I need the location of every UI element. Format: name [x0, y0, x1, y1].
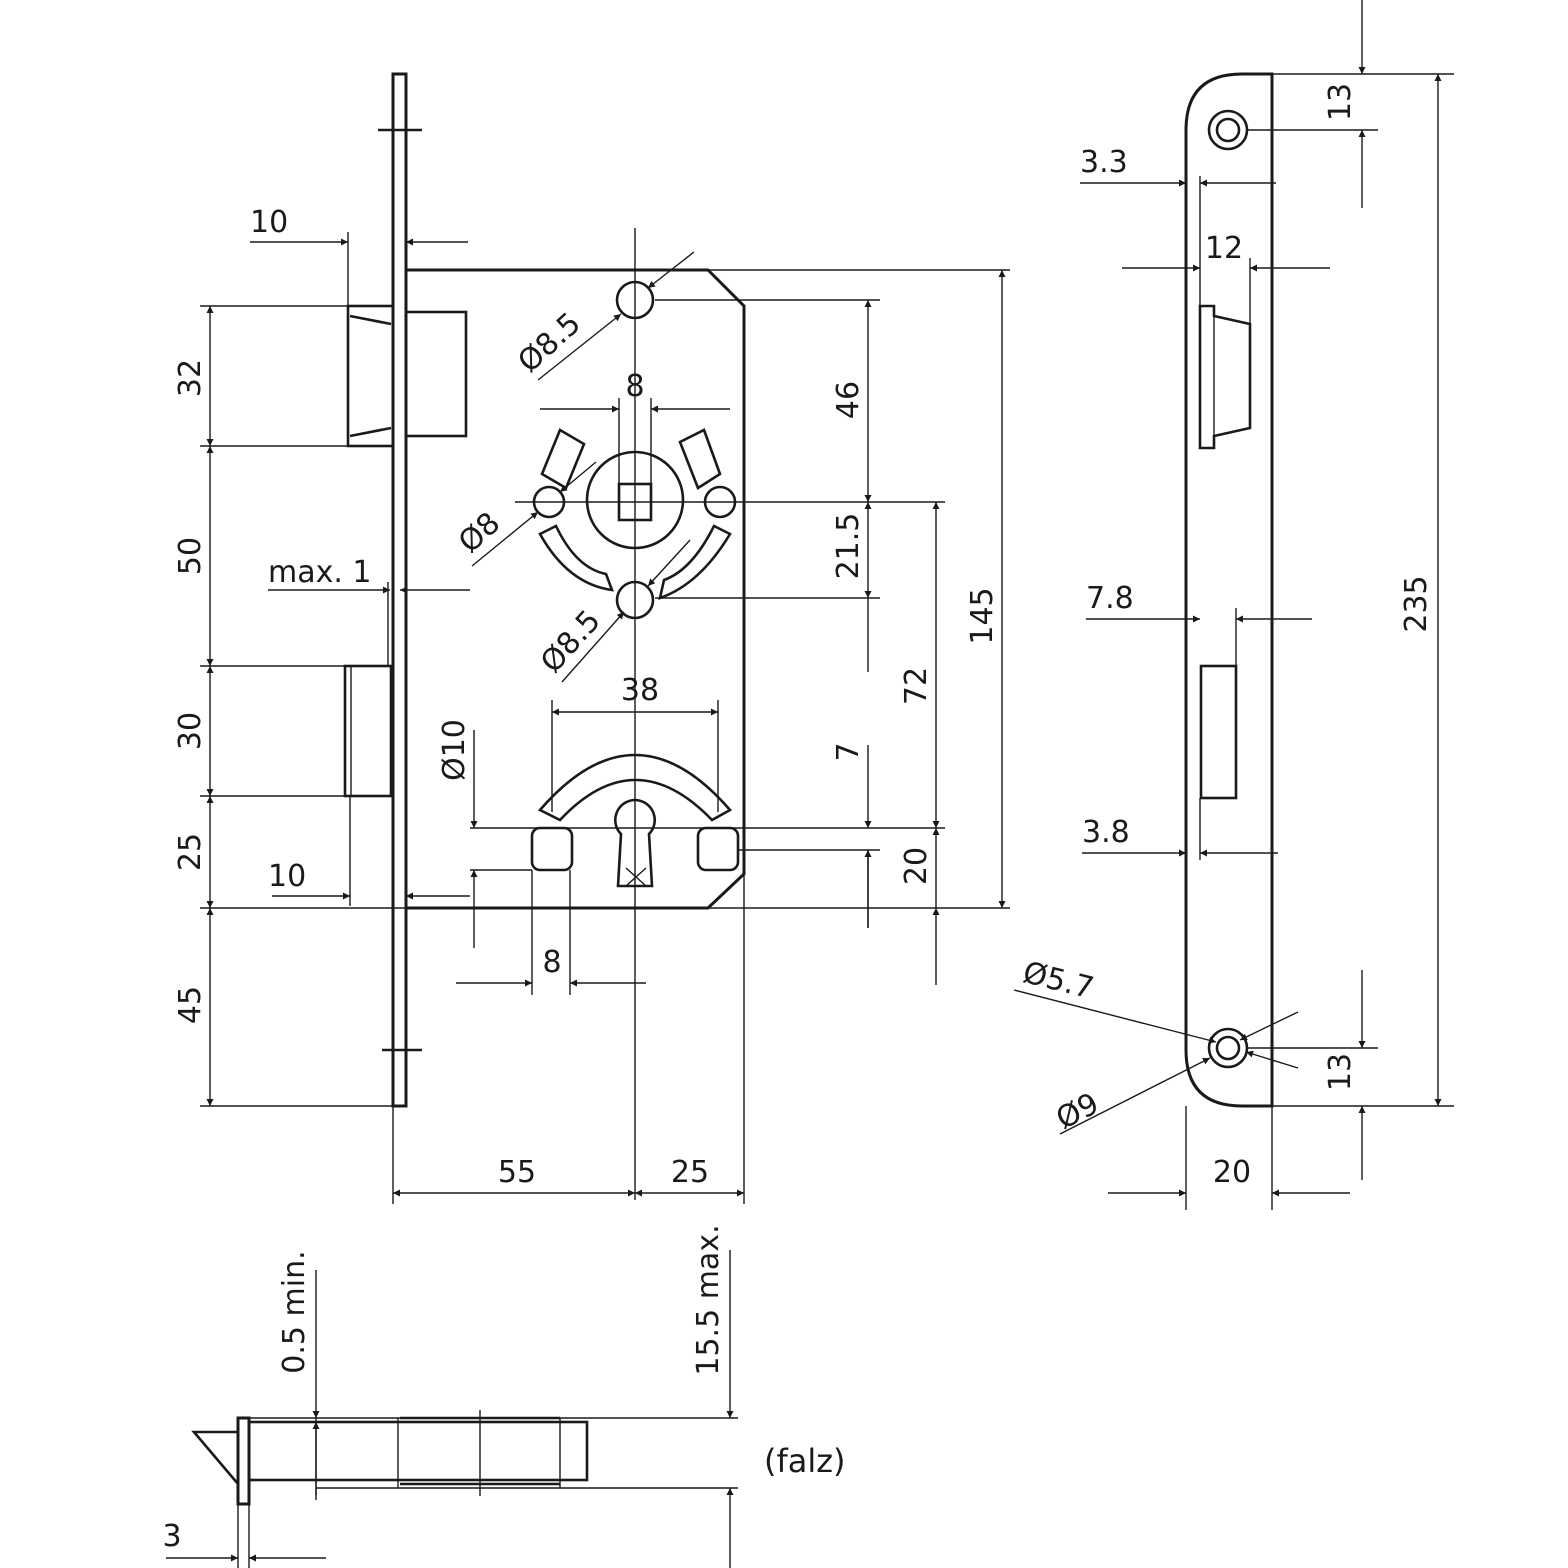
dim-145: 145	[965, 587, 1000, 644]
dim-8-bottom: 8	[542, 945, 561, 980]
lock-case-outline	[406, 268, 746, 910]
dim-55: 55	[498, 1155, 536, 1190]
dim-15-5-max: 15.5 max.	[691, 1224, 726, 1375]
dim-25-left: 25	[173, 833, 208, 871]
dim-0-5-min: 0.5 min.	[277, 1250, 312, 1373]
dim-32: 32	[173, 359, 208, 397]
faceplate-view: 13 3.3 12 7.8 3.8 Ø5.7 Ø9 13 235 20	[1013, 0, 1454, 1210]
faceplate-screw-bottom-outer	[1207, 1027, 1249, 1069]
dim-3: 3	[162, 1519, 181, 1554]
dim-21-5: 21.5	[831, 513, 866, 580]
dim-38: 38	[621, 673, 659, 708]
dim-10-top: 10	[250, 205, 288, 240]
dim-diameter-5-7: Ø5.7	[1019, 955, 1097, 1006]
dim-max-1: max. 1	[268, 555, 372, 590]
dim-8-top: 8	[625, 369, 644, 404]
faceplate-bolt-opening	[1199, 664, 1238, 800]
faceplate-screw-bottom-inner	[1215, 1035, 1241, 1061]
dim-diameter-8-5-lower: Ø8.5	[534, 603, 608, 679]
front-view: 10 32 50 max. 1 30 25 10 45 Ø8.5 8 Ø8 Ø8…	[173, 72, 1010, 1204]
faceplate-screw-top-outer	[1207, 109, 1249, 151]
dim-3-8: 3.8	[1082, 815, 1130, 850]
dim-30: 30	[173, 712, 208, 750]
dim-7-8: 7.8	[1086, 581, 1134, 616]
dim-25-bottom: 25	[671, 1155, 709, 1190]
dim-10-bottom: 10	[268, 859, 306, 894]
dim-72: 72	[899, 667, 934, 705]
section-case	[247, 1420, 589, 1482]
dim-20-faceplate: 20	[1213, 1155, 1251, 1190]
dim-12: 12	[1205, 231, 1243, 266]
dim-50: 50	[173, 537, 208, 575]
dim-235: 235	[1399, 575, 1434, 632]
dim-7: 7	[831, 742, 866, 761]
dim-20-right: 20	[899, 847, 934, 885]
dim-46: 46	[831, 381, 866, 419]
dim-diameter-8-5-top: Ø8.5	[511, 306, 587, 380]
section-latch-tip	[191, 1430, 240, 1488]
dim-13-top: 13	[1323, 83, 1358, 121]
dim-3-3: 3.3	[1080, 145, 1128, 180]
dim-diameter-8: Ø8	[452, 506, 507, 561]
faceplate-outline	[1184, 72, 1274, 1108]
faceplate-screw-top-inner	[1215, 117, 1241, 143]
falz-label: (falz)	[764, 1442, 846, 1480]
dim-45: 45	[173, 986, 208, 1024]
latch-bolt	[346, 304, 468, 448]
dim-diameter-10: Ø10	[437, 719, 472, 781]
section-view: 0.5 min. 15.5 max. (falz) 3	[162, 1224, 846, 1568]
dim-13-bottom: 13	[1323, 1053, 1358, 1091]
dead-bolt	[343, 664, 393, 798]
faceplate-latch-opening	[1198, 304, 1252, 450]
dim-diameter-9: Ø9	[1051, 1086, 1105, 1137]
section-forend	[236, 1416, 251, 1506]
